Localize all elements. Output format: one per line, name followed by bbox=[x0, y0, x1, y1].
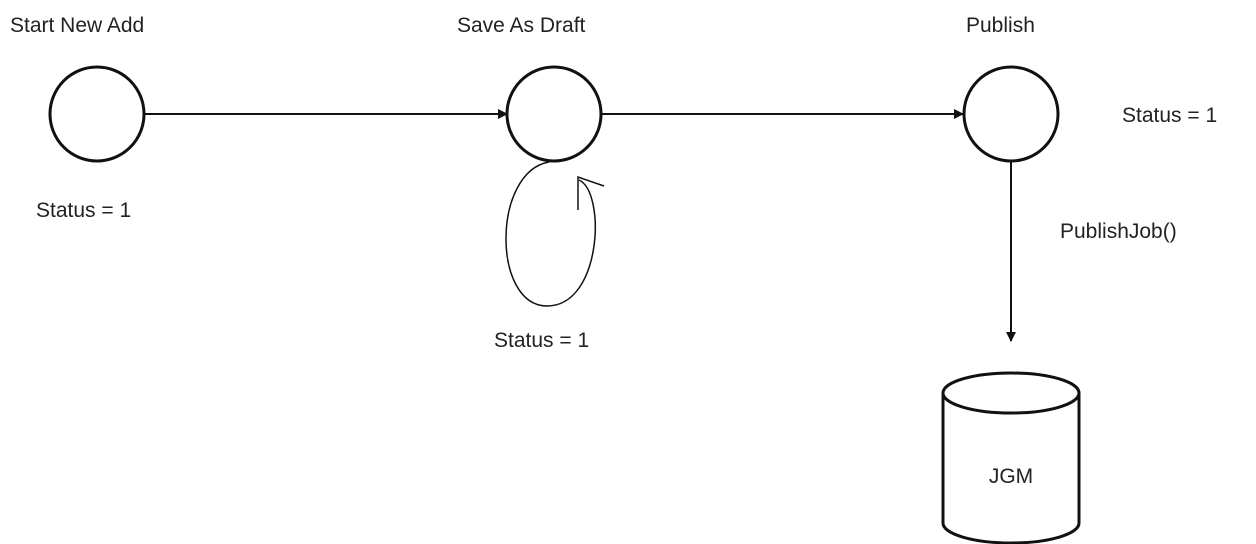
publish-node[interactable] bbox=[962, 65, 1060, 163]
database-top bbox=[941, 371, 1081, 415]
publish-job-edge-label: PublishJob() bbox=[1060, 220, 1177, 243]
publish-node-title: Publish bbox=[966, 14, 1035, 37]
database-cylinder[interactable]: JGM bbox=[941, 371, 1081, 544]
database-label: JGM bbox=[989, 465, 1033, 488]
database-body bbox=[941, 393, 1081, 544]
start-node-title: Start New Add bbox=[10, 14, 144, 37]
draft-self-loop bbox=[505, 161, 596, 307]
start-status-label: Status = 1 bbox=[36, 199, 131, 222]
self-loop-arrowhead bbox=[577, 175, 605, 210]
draft-node-title: Save As Draft bbox=[457, 14, 586, 37]
draft-status-label: Status = 1 bbox=[494, 329, 589, 352]
publish-status-label: Status = 1 bbox=[1122, 104, 1217, 127]
draft-node[interactable] bbox=[505, 65, 603, 163]
start-node[interactable] bbox=[48, 65, 146, 163]
